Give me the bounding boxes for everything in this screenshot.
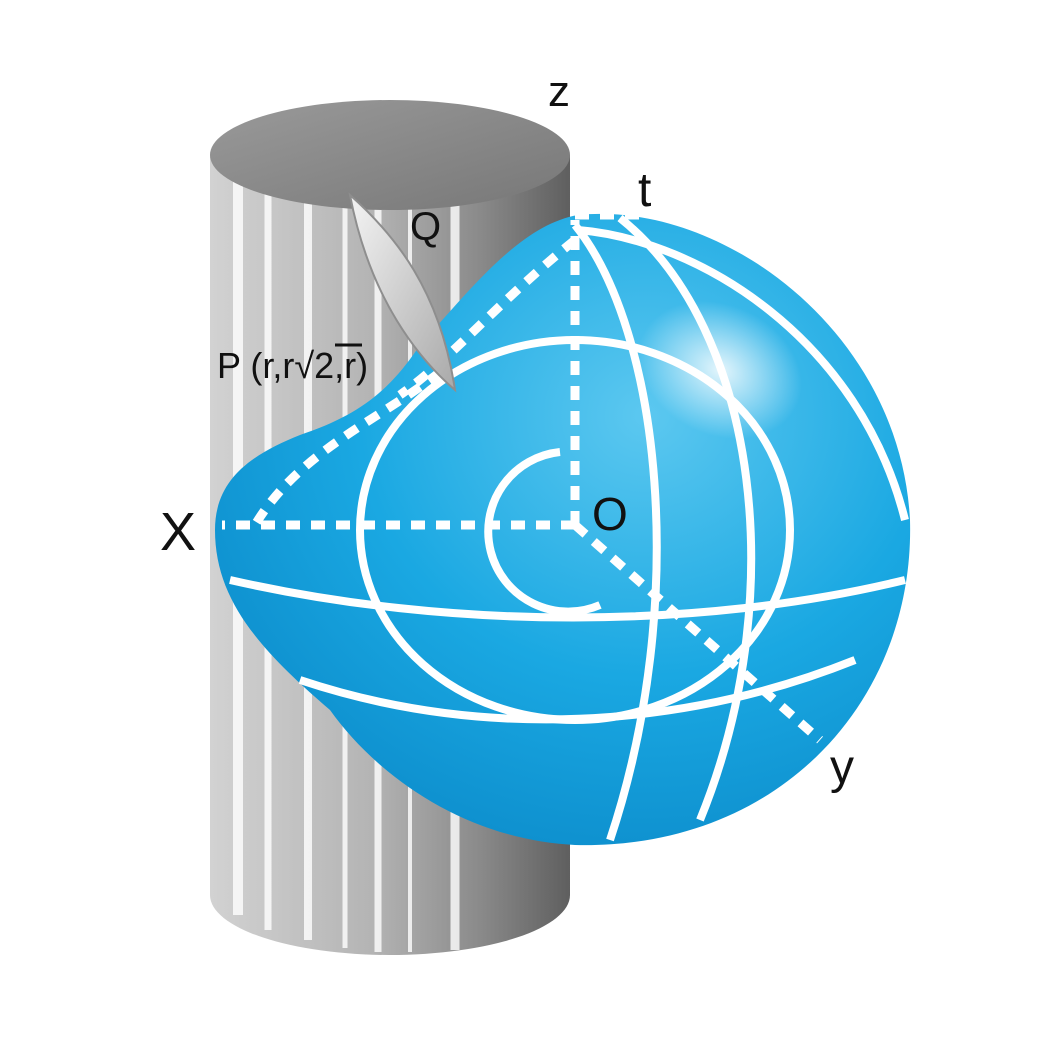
upper-arc xyxy=(577,226,909,521)
x-axis-label: X xyxy=(160,502,196,562)
y-axis-line xyxy=(572,521,823,744)
intersection-curve-upper xyxy=(397,236,578,399)
equator-line xyxy=(229,576,906,622)
sphere-grid-lines xyxy=(229,214,909,842)
z-axis-label: z xyxy=(548,67,570,116)
point-p-suffix: ,r) xyxy=(334,345,368,386)
y-axis-label: y xyxy=(830,741,854,794)
cylinder-top xyxy=(210,100,570,210)
sqrt-symbol-icon: √ xyxy=(294,345,314,386)
origin-label: O xyxy=(592,488,628,540)
point-q-label: Q xyxy=(410,205,441,249)
meridian-left xyxy=(571,222,661,842)
intersection-curve-lower xyxy=(251,368,443,528)
point-p-label: P (r,r√2,r) xyxy=(217,343,368,386)
inner-angle-arc xyxy=(484,448,602,616)
point-p-prefix: P (r,r xyxy=(217,345,294,386)
q-wedge-shape xyxy=(348,192,457,393)
t-axis-label: t xyxy=(638,164,651,217)
dotted-axes xyxy=(222,210,823,744)
labels: z t Q X O y P (r,r√2,r) xyxy=(160,67,854,794)
meridian-right xyxy=(617,214,756,822)
lower-latitude-line xyxy=(298,656,857,724)
sphere xyxy=(215,210,911,846)
svg-text:P (r,r√2,r): P (r,r√2,r) xyxy=(217,345,368,386)
point-p-root: 2 xyxy=(314,345,334,386)
